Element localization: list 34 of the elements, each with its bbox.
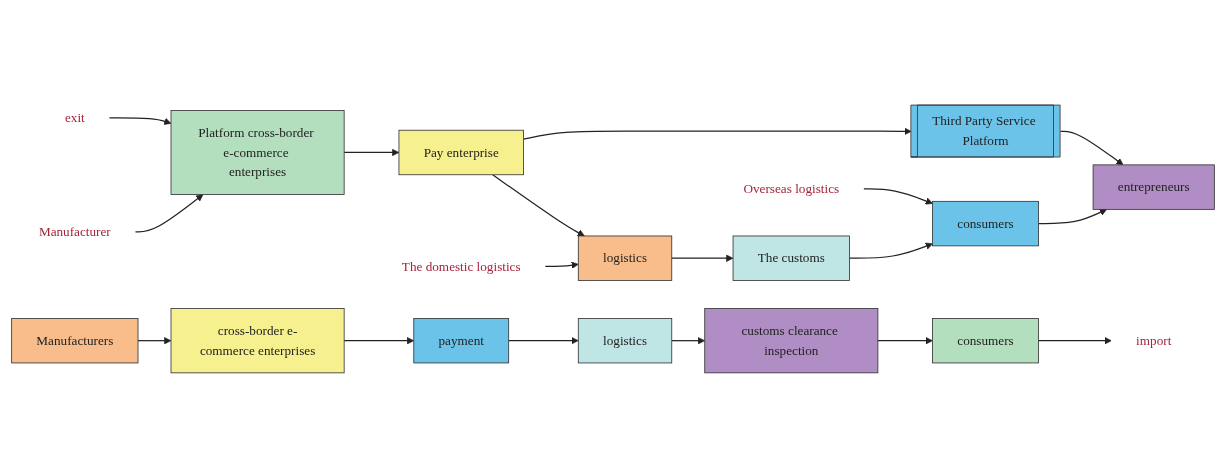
node-box: consumers <box>932 200 1039 247</box>
arrow <box>544 261 579 269</box>
arrow <box>522 127 912 140</box>
node-box: entrepreneurs <box>1092 164 1215 210</box>
node-box: logistics <box>577 317 673 364</box>
node-box: customs clearance inspection <box>704 307 879 374</box>
node-text: The domestic logistics <box>401 258 521 273</box>
arrow <box>343 336 415 345</box>
arrow <box>134 194 204 233</box>
arrow <box>508 336 579 345</box>
node-box: Pay enterprise <box>398 129 524 175</box>
arrow <box>137 336 172 345</box>
arrow <box>1037 336 1112 345</box>
node-text: Manufacturer <box>38 224 111 239</box>
node-box: logistics <box>577 235 673 281</box>
arrow <box>108 117 172 125</box>
node-text: exit <box>64 110 85 125</box>
arrow <box>1037 208 1107 224</box>
arrow <box>877 336 933 345</box>
node-box: payment <box>413 317 510 364</box>
node-box: consumers <box>932 317 1039 364</box>
node-box: The customs <box>732 235 850 281</box>
node-box: Platform cross-border e-commerce enterprises <box>170 109 345 195</box>
arrow <box>343 148 400 156</box>
arrow <box>492 173 585 237</box>
arrow <box>1059 130 1124 165</box>
node-text: Overseas logistics <box>743 181 840 196</box>
node-box: Manufacturers <box>11 317 139 364</box>
arrow <box>671 254 734 262</box>
arrow <box>863 188 933 205</box>
node-box: cross-border e-commerce enterprises <box>170 307 345 374</box>
arrow <box>671 336 706 345</box>
arrow <box>848 242 933 259</box>
node-text: import <box>1136 333 1172 348</box>
